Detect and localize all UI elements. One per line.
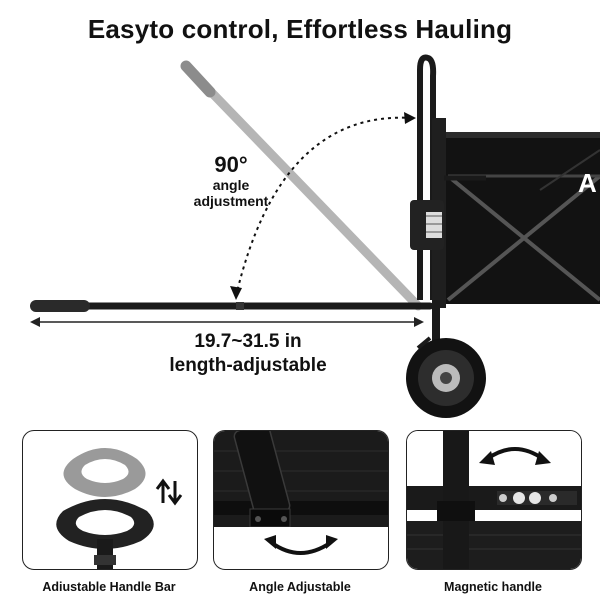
arc-arrowhead-bottom: [230, 286, 242, 300]
wagon-frame: [410, 54, 486, 350]
length-range: 19.7~31.5 in: [194, 331, 302, 352]
swap-arrow-icon: [479, 447, 551, 465]
handle-grey-icon: [63, 448, 146, 497]
front-wheel: [406, 336, 486, 418]
arc-arrowhead-top: [404, 112, 416, 124]
lowered-handle: [30, 300, 434, 312]
angle-degrees: 90°: [214, 152, 248, 177]
angle-line2: adjustment: [193, 193, 269, 210]
handle-black-icon: [56, 499, 154, 569]
angle-label: 90° angle adjustment: [176, 152, 286, 209]
caption-magnetic-handle: Magnetic handle: [444, 580, 542, 594]
up-down-arrows-icon: [155, 478, 183, 506]
angle-arc: [235, 116, 413, 297]
panel-angle-joint: [213, 430, 389, 570]
panel-handle-bar: [22, 430, 198, 570]
rotate-arrow-icon: [264, 535, 338, 555]
wagon-body: A: [440, 132, 600, 304]
wagon-brand-letter: A: [578, 168, 597, 198]
caption-handle-bar: Adiustable Handle Bar: [42, 580, 176, 594]
wagon-illustration: A: [30, 54, 600, 418]
headline: Easyto control, Effortless Hauling: [87, 14, 513, 44]
caption-angle-adjustable: Angle Adjustable: [249, 580, 351, 594]
panel-magnetic-handle: [406, 430, 582, 570]
ghost-handle: [180, 60, 423, 311]
length-label: 19.7~31.5 in length-adjustable: [118, 330, 378, 378]
angle-line1: angle: [212, 177, 250, 194]
length-dimension-arrow: [30, 317, 424, 327]
length-desc: length-adjustable: [169, 354, 327, 376]
